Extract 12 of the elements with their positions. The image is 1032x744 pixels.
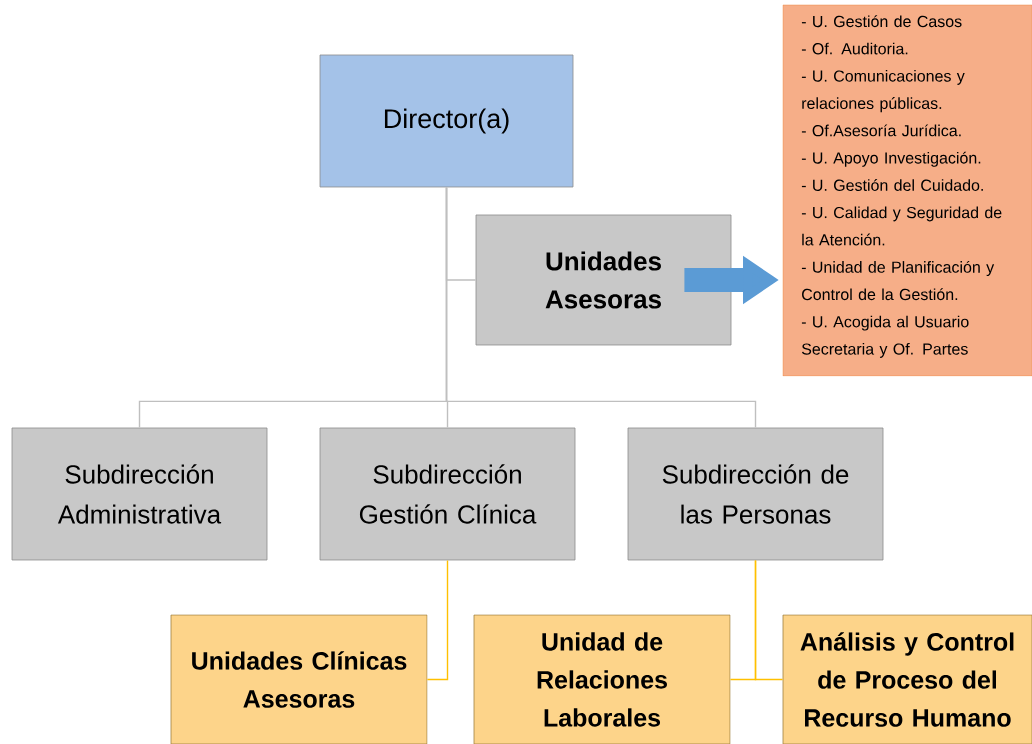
connector-line [445,186,757,429]
unit-list-box: - U. Gestión de Casos - Of. Auditoria. - U. Comunicaciones y relaciones públicas. - Of.Asesoría Jurídica. - U. Apoyo Investigación. - U. Gestión del Cuidado. - U. Calidad y Seguridad de la Atención. - Unidad de Planificación y Control de la Gestión. - U. Acogida al Usuario Secretaria y Of. Partes [782,4,1032,377]
connector-line [426,559,449,681]
unit-box: Análisis y Control de Proceso del Recurso Humano [782,614,1032,744]
connector-line [754,559,784,681]
subdirection-box: Subdirección Administrativa [11,427,268,561]
subdirection-box: Subdirección de las Personas [627,427,884,561]
subdirection-box: Subdirección Gestión Clínica [319,427,576,561]
box-director: Director(a) [319,54,574,188]
advisory-box: Unidades Asesoras [475,214,732,346]
unit-box: Unidad de Relaciones Laborales [473,614,731,744]
unit-box: Unidades Clínicas Asesoras [170,614,428,744]
